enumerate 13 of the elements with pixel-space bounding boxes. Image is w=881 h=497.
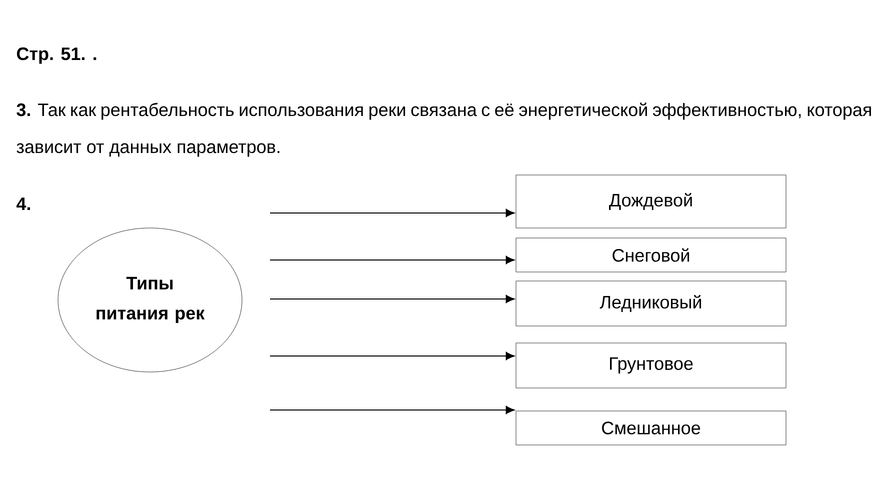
arrow [270, 352, 515, 360]
category-box: Смешанное [516, 410, 786, 446]
arrow [270, 406, 515, 414]
page-reference: Стр. 51. . [16, 47, 96, 64]
arrow [270, 256, 515, 264]
arrow [270, 208, 515, 218]
category-box: Грунтовое [516, 342, 786, 388]
category-box: Снеговой [516, 238, 786, 272]
arrow [270, 294, 515, 304]
answer-text: 3. Так как рентабельность использования реки связана с её энергетической эффективностью, которая зависит от данных параметров. [16, 102, 871, 157]
category-box: Дождевой [516, 174, 786, 228]
category-box: Ледниковый [516, 280, 786, 326]
question-number: 4. [16, 198, 30, 210]
